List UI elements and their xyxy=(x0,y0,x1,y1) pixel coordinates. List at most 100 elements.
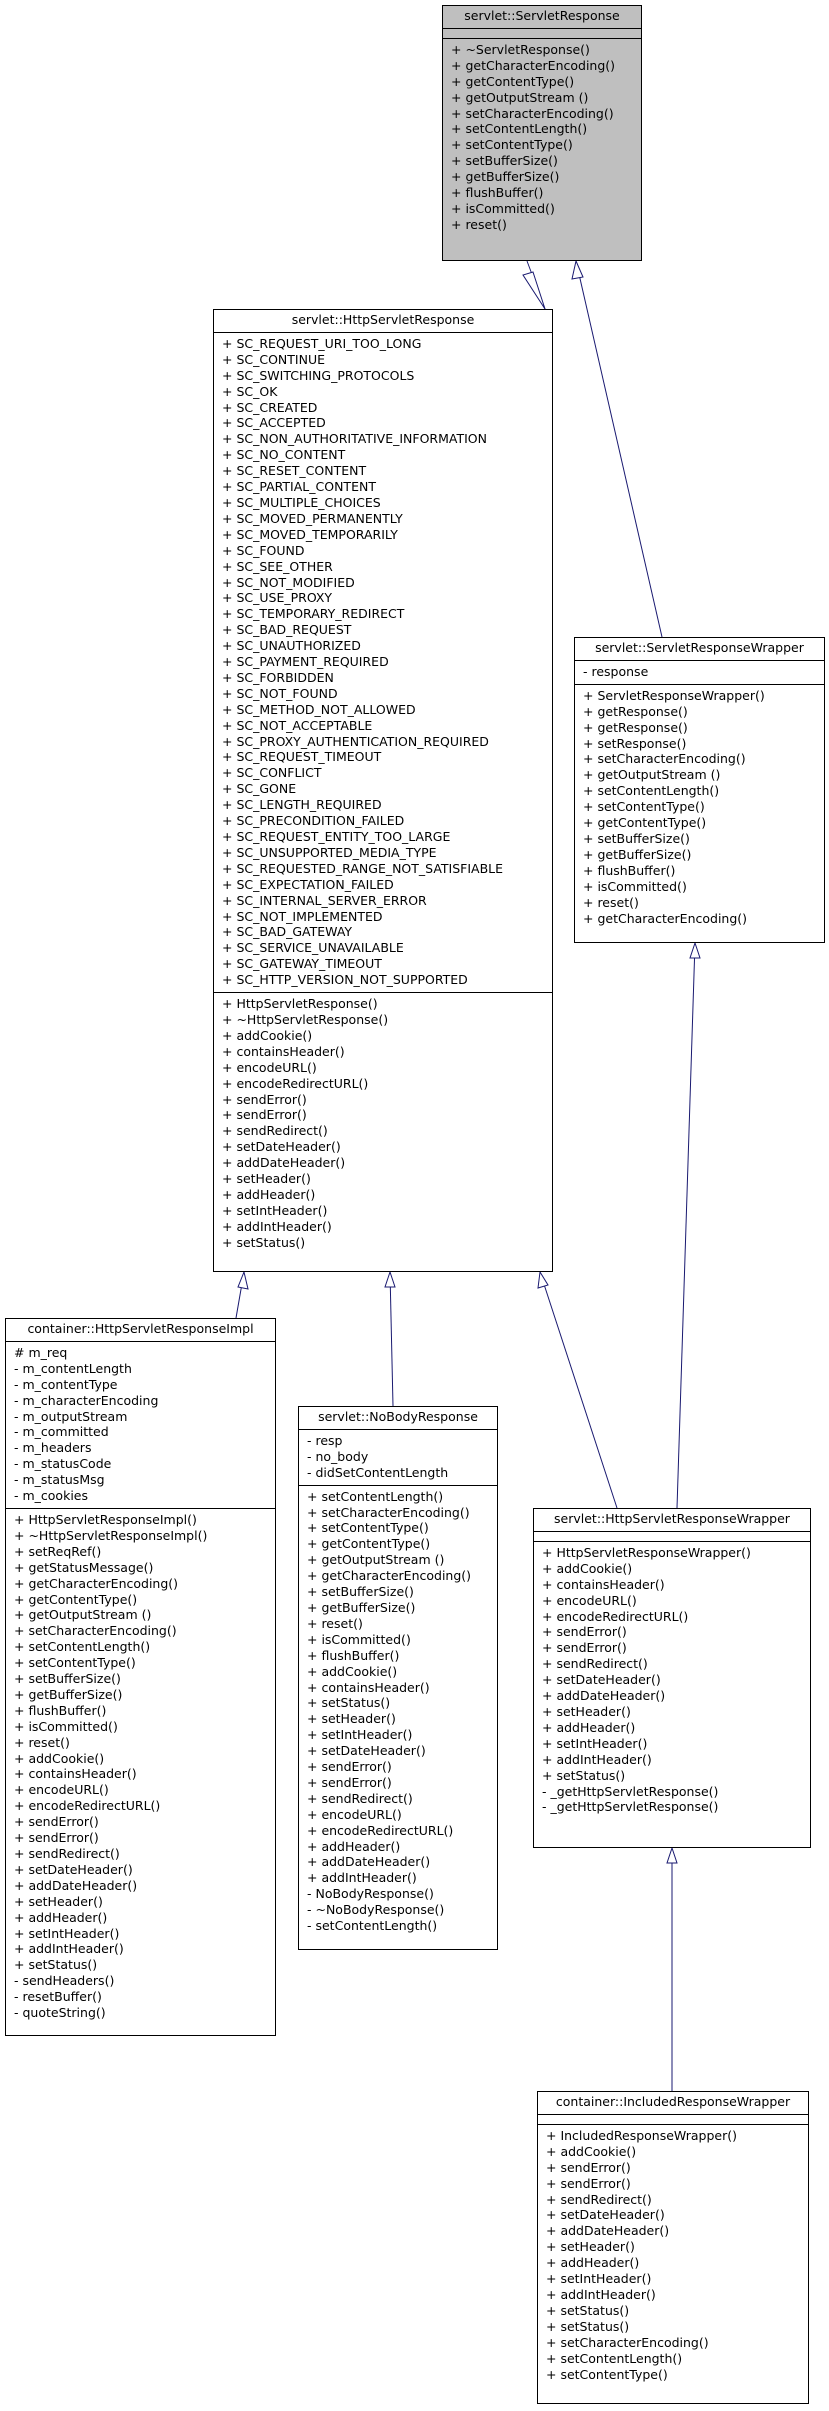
class-method: + setContentType() xyxy=(583,799,705,815)
class-method: + addDateHeader() xyxy=(14,1877,138,1893)
class-method: + setIntHeader() xyxy=(14,1925,120,1941)
edge-http-wrapper-to-servlet-response-wrapper xyxy=(676,941,701,1509)
class-method: + getResponse() xyxy=(583,703,688,719)
class-method: + getStatusMessage() xyxy=(14,1559,154,1575)
class-attribute: + SC_UNSUPPORTED_MEDIA_TYPE xyxy=(222,844,437,860)
class-attribute: - m_contentLength xyxy=(14,1360,132,1376)
class-method: + setResponse() xyxy=(583,735,687,751)
class-method: + getCharacterEncoding() xyxy=(14,1575,179,1591)
class-method: + setHeader() xyxy=(14,1893,103,1909)
class-attribute: + SC_SWITCHING_PROTOCOLS xyxy=(222,367,415,383)
class-attribute: + SC_INTERNAL_SERVER_ERROR xyxy=(222,892,427,908)
class-attribute: - m_outputStream xyxy=(14,1408,128,1424)
class-attributes xyxy=(443,29,641,39)
class-attribute: + SC_FORBIDDEN xyxy=(222,669,334,685)
class-method: + isCommitted() xyxy=(14,1718,118,1734)
class-method: + getResponse() xyxy=(583,719,688,735)
class-method: + setContentLength() xyxy=(14,1639,151,1655)
class-attributes xyxy=(538,2115,808,2125)
edge-http-servlet-response-to-servlet-response xyxy=(522,260,546,310)
class-attribute: + SC_REQUESTED_RANGE_NOT_SATISFIABLE xyxy=(222,860,504,876)
class-method: + HttpServletResponseWrapper() xyxy=(542,1544,751,1560)
class-attribute: + SC_BAD_GATEWAY xyxy=(222,924,353,940)
class-attribute: + SC_GATEWAY_TIMEOUT xyxy=(222,956,382,972)
class-attribute: + SC_NO_CONTENT xyxy=(222,447,346,463)
class-method: + getOutputStream () xyxy=(307,1552,445,1568)
class-title: servlet::ServletResponseWrapper xyxy=(575,638,824,661)
class-method: + setIntHeader() xyxy=(546,2271,652,2287)
class-method: + addHeader() xyxy=(307,1838,401,1854)
class-attribute: + SC_PRECONDITION_FAILED xyxy=(222,813,405,829)
class-title: servlet::ServletResponse xyxy=(443,6,641,29)
class-method: - resetBuffer() xyxy=(14,1989,102,2005)
class-method: + setCharacterEncoding() xyxy=(546,2334,709,2350)
class-method: + setContentType() xyxy=(546,2366,668,2382)
class-title: container::HttpServletResponseImpl xyxy=(6,1319,275,1342)
class-method: + encodeURL() xyxy=(307,1806,402,1822)
class-attributes xyxy=(534,1532,810,1542)
class-method: + getCharacterEncoding() xyxy=(451,57,616,73)
class-method: + addIntHeader() xyxy=(222,1218,332,1234)
class-title: servlet::NoBodyResponse xyxy=(299,1407,497,1430)
class-method: + setHeader() xyxy=(542,1703,631,1719)
class-method: + reset() xyxy=(451,216,507,232)
class-method: - ~NoBodyResponse() xyxy=(307,1902,445,1918)
class-method: + getContentType() xyxy=(451,73,575,89)
class-methods: + ~ServletResponse()+ getCharacterEncodi… xyxy=(443,39,641,237)
class-method: + setBufferSize() xyxy=(307,1584,414,1600)
class-method: + ~ServletResponse() xyxy=(451,41,590,57)
class-attribute: - response xyxy=(583,663,649,679)
class-method: + encodeRedirectURL() xyxy=(222,1075,369,1091)
class-method: - quoteString() xyxy=(14,2005,106,2021)
class-methods: + IncludedResponseWrapper()+ addCookie()… xyxy=(538,2125,808,2387)
class-method: + addIntHeader() xyxy=(546,2286,656,2302)
class-method: + setCharacterEncoding() xyxy=(451,105,614,121)
class-method: + getBufferSize() xyxy=(451,169,560,185)
class-method: + setDateHeader() xyxy=(307,1743,426,1759)
class-no-body-response: servlet::NoBodyResponse - resp- no_body-… xyxy=(298,1406,498,1950)
class-attributes: # m_req- m_contentLength- m_contentType-… xyxy=(6,1342,275,1509)
class-method: + sendRedirect() xyxy=(542,1656,648,1672)
class-attribute: + SC_CREATED xyxy=(222,399,318,415)
class-method: + isCommitted() xyxy=(583,878,687,894)
class-method: + encodeRedirectURL() xyxy=(307,1822,454,1838)
class-method: + ~HttpServletResponse() xyxy=(222,1011,389,1027)
class-method: + getContentType() xyxy=(14,1591,138,1607)
class-method: + setDateHeader() xyxy=(546,2207,665,2223)
edge-http-wrapper-to-http-servlet-response xyxy=(537,1270,618,1509)
class-method: + addCookie() xyxy=(14,1750,105,1766)
class-method: + isCommitted() xyxy=(451,200,555,216)
class-method: + addCookie() xyxy=(222,1027,313,1043)
class-method: + setStatus() xyxy=(307,1695,391,1711)
class-method: + encodeRedirectURL() xyxy=(14,1798,161,1814)
class-method: + setBufferSize() xyxy=(583,830,690,846)
class-method: + addCookie() xyxy=(542,1560,633,1576)
class-method: + HttpServletResponseImpl() xyxy=(14,1511,197,1527)
class-attribute: + SC_NOT_IMPLEMENTED xyxy=(222,908,383,924)
class-attribute: - m_statusCode xyxy=(14,1456,112,1472)
class-method: + getCharacterEncoding() xyxy=(307,1568,472,1584)
class-method: + sendRedirect() xyxy=(307,1790,413,1806)
class-attribute: + SC_USE_PROXY xyxy=(222,590,333,606)
class-method: + sendError() xyxy=(546,2175,631,2191)
class-attribute: + SC_REQUEST_ENTITY_TOO_LARGE xyxy=(222,829,451,844)
class-attribute: + SC_SERVICE_UNAVAILABLE xyxy=(222,940,404,956)
class-method: + getBufferSize() xyxy=(14,1686,123,1702)
class-method: + sendError() xyxy=(222,1107,307,1123)
class-method: + setContentType() xyxy=(307,1520,429,1536)
class-title: container::IncludedResponseWrapper xyxy=(538,2092,808,2115)
class-method: + setIntHeader() xyxy=(307,1727,413,1743)
class-method: + getOutputStream () xyxy=(14,1607,152,1623)
class-method: + IncludedResponseWrapper() xyxy=(546,2127,737,2143)
class-attribute: + SC_NOT_MODIFIED xyxy=(222,574,355,590)
class-method: + flushBuffer() xyxy=(14,1702,107,1718)
class-method: + containsHeader() xyxy=(222,1043,345,1059)
class-method: + reset() xyxy=(14,1734,70,1750)
class-method: + encodeURL() xyxy=(14,1782,109,1798)
class-attributes: - response xyxy=(575,661,824,685)
class-method: + getBufferSize() xyxy=(307,1599,416,1615)
class-method: + sendError() xyxy=(14,1814,99,1830)
class-attribute: + SC_CONTINUE xyxy=(222,351,325,367)
class-attribute: - m_headers xyxy=(14,1440,92,1456)
